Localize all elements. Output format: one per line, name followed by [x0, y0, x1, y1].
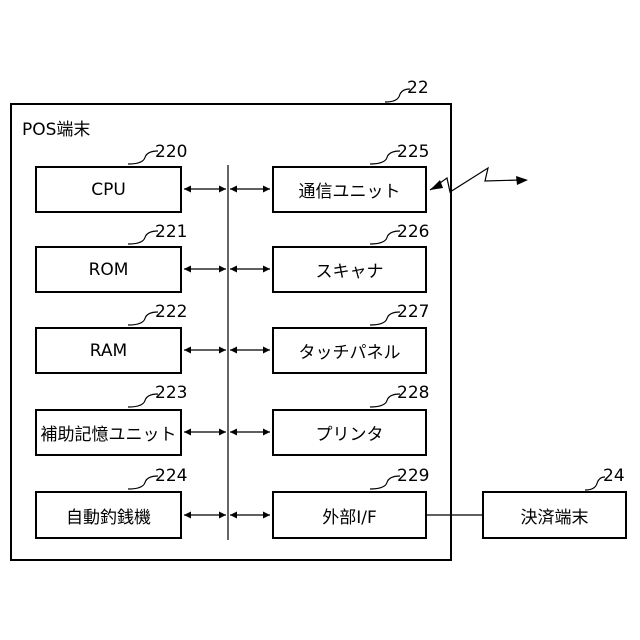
cpu-box: CPU	[35, 166, 182, 213]
pos-terminal-ref: 22	[407, 78, 429, 98]
printer-label: プリンタ	[316, 420, 384, 445]
touch-panel-ref: 227	[397, 302, 429, 322]
aux-storage-label: 補助記憶ユニット	[41, 420, 177, 445]
aux-storage-box: 補助記憶ユニット	[35, 409, 182, 456]
scanner-ref: 226	[397, 222, 429, 242]
external-if-label: 外部I/F	[322, 503, 377, 528]
rom-box: ROM	[35, 246, 182, 293]
scanner-box: スキャナ	[272, 246, 427, 293]
external-if-box: 外部I/F	[272, 491, 427, 539]
pos-terminal-title: POS端末	[22, 120, 90, 140]
cpu-label: CPU	[91, 180, 126, 200]
leader-line-settlement	[585, 477, 605, 490]
rom-ref: 221	[155, 222, 187, 242]
ram-label: RAM	[90, 341, 127, 361]
comm-unit-label: 通信ユニット	[299, 177, 401, 202]
wireless-arrow-head	[516, 176, 528, 185]
ram-ref: 222	[155, 302, 187, 322]
comm-unit-box: 通信ユニット	[272, 166, 427, 213]
cpu-ref: 220	[155, 142, 187, 162]
touch-panel-box: タッチパネル	[272, 327, 427, 374]
settlement-terminal-label: 決済端末	[521, 503, 589, 528]
printer-box: プリンタ	[272, 409, 427, 456]
change-machine-label: 自動釣銭機	[66, 503, 151, 528]
aux-storage-ref: 223	[155, 383, 187, 403]
ram-box: RAM	[35, 327, 182, 374]
change-machine-box: 自動釣銭機	[35, 491, 182, 539]
external-if-ref: 229	[397, 466, 429, 486]
touch-panel-label: タッチパネル	[299, 338, 401, 363]
comm-unit-ref: 225	[397, 142, 429, 162]
scanner-label: スキャナ	[316, 257, 384, 282]
printer-ref: 228	[397, 383, 429, 403]
settlement-terminal-box: 決済端末	[482, 491, 627, 539]
settlement-terminal-ref: 24	[603, 466, 625, 486]
change-machine-ref: 224	[155, 466, 187, 486]
rom-label: ROM	[89, 260, 129, 280]
